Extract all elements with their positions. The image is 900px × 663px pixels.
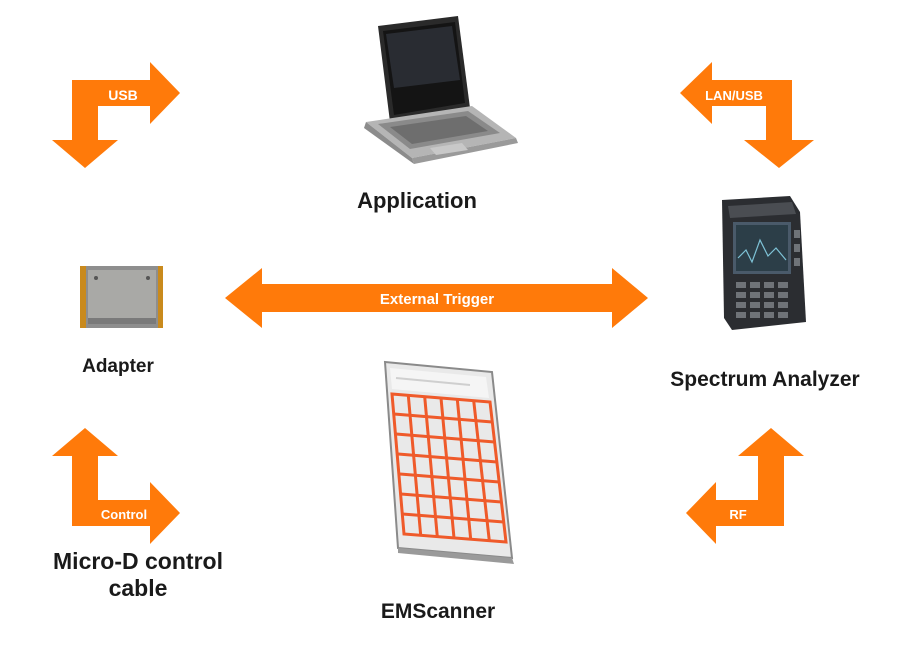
control-label: Control [101, 507, 147, 522]
laptop-icon [364, 16, 518, 164]
lan-usb-label: LAN/USB [705, 88, 763, 103]
emscanner-board-icon [383, 360, 514, 564]
rf-arrow: RF [686, 428, 804, 544]
usb-arrow: USB [52, 62, 180, 168]
emscanner-label: EMScanner [380, 600, 496, 623]
external-trigger-arrow: External Trigger [225, 268, 648, 328]
rf-label: RF [729, 507, 746, 522]
external-trigger-label: External Trigger [380, 291, 494, 308]
lan-usb-arrow: LAN/USB [680, 62, 814, 168]
spectrum-analyzer-icon [722, 196, 806, 330]
adapter-box-icon [80, 266, 163, 328]
application-label: Application [357, 188, 477, 213]
usb-label: USB [108, 87, 138, 103]
cable-label-line2: cable [108, 575, 168, 601]
control-arrow: Control [52, 428, 180, 544]
cable-label-line1: Micro-D control [53, 548, 223, 574]
cable-label: Micro-D control cable [18, 548, 258, 602]
spectrum-analyzer-label: Spectrum Analyzer [670, 368, 860, 391]
adapter-label: Adapter [82, 356, 154, 377]
